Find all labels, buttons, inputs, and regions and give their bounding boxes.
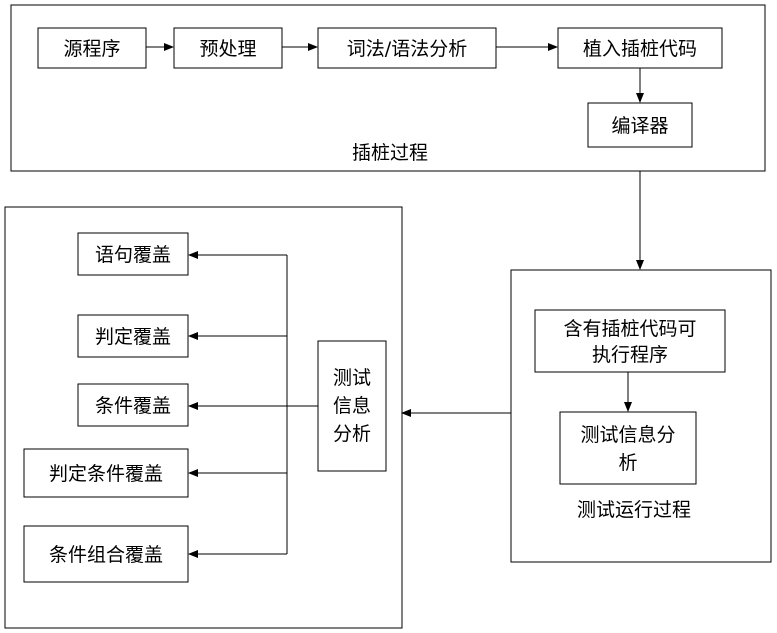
executable-program-label-line2: 执行程序 (592, 344, 668, 366)
instrumentation-process-label: 插桩过程 (352, 142, 428, 164)
condition-combination-coverage-node: 条件组合覆盖 (23, 525, 189, 583)
decision-condition-coverage-label: 判定条件覆盖 (49, 463, 163, 485)
compiler-node: 编译器 (587, 102, 693, 148)
insert-probe-code-node: 植入插桩代码 (557, 27, 723, 69)
compiler-label: 编译器 (611, 115, 668, 137)
decision-condition-coverage-node: 判定条件覆盖 (23, 448, 189, 498)
instrumentation-process-group (10, 4, 766, 172)
statement-coverage-node: 语句覆盖 (77, 232, 189, 276)
decision-coverage-label: 判定覆盖 (95, 326, 171, 348)
test-run-process-group (510, 269, 772, 563)
preprocess-label: 预处理 (199, 38, 256, 60)
coverage-analysis-group (4, 206, 403, 629)
decision-coverage-node: 判定覆盖 (77, 314, 189, 358)
test-info-analysis-label-line2: 析 (618, 452, 637, 474)
test-info-analysis-node: 测试信息分 析 (559, 411, 697, 485)
source-program-node: 源程序 (37, 27, 147, 69)
lexical-syntax-analysis-node: 词法/语法分析 (317, 27, 497, 69)
center-label-line3: 分析 (333, 423, 371, 445)
test-info-analysis-label-line1: 测试信息分 (580, 424, 675, 446)
center-label-line2: 信息 (333, 395, 371, 417)
center-label-line1: 测试 (333, 367, 371, 389)
test-info-analysis-center-node: 测试 信息 分析 (317, 340, 387, 472)
executable-program-label-line1: 含有插桩代码可 (563, 318, 696, 340)
executable-program-node: 含有插桩代码可 执行程序 (534, 309, 726, 373)
insert-probe-code-label: 植入插桩代码 (583, 38, 697, 60)
lexical-syntax-analysis-label: 词法/语法分析 (347, 38, 467, 60)
preprocess-node: 预处理 (173, 27, 283, 69)
condition-coverage-label: 条件覆盖 (95, 395, 171, 417)
source-program-label: 源程序 (63, 38, 120, 60)
condition-coverage-node: 条件覆盖 (77, 383, 189, 427)
test-run-process-label: 测试运行过程 (577, 499, 691, 521)
statement-coverage-label: 语句覆盖 (95, 244, 171, 266)
condition-combination-coverage-label: 条件组合覆盖 (49, 544, 163, 566)
